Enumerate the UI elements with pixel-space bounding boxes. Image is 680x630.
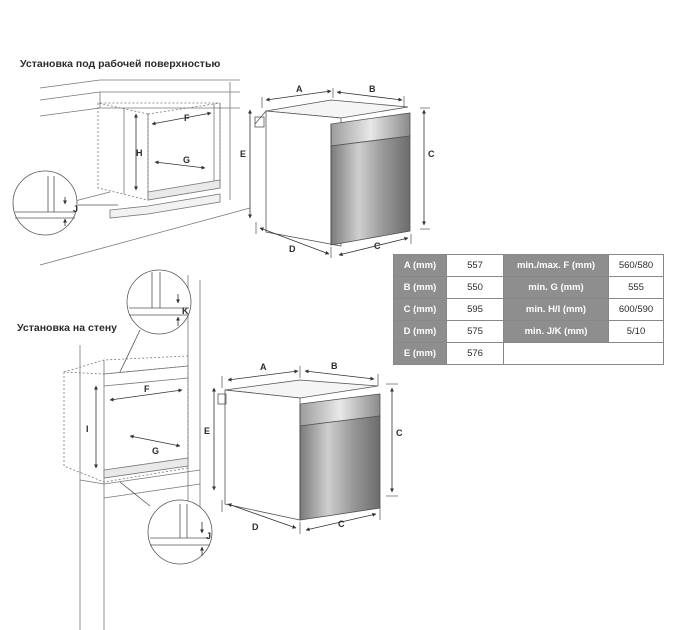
row-value2: 5/10 [608,320,664,343]
label-k: K [182,306,189,316]
row-label2: min./max. F (mm) [503,254,609,277]
table-row: E (mm) 576 [393,342,664,365]
label-a-top: A [296,84,303,94]
label-e-top: E [240,149,246,159]
under-counter-title: Установка под рабочей поверхностью [20,58,221,70]
detail-circle-j-bottom [119,481,213,565]
table-row: C (mm) 595 min. H/I (mm) 600/590 [393,298,664,321]
row-value: 575 [446,320,504,343]
oven-top-dims [248,88,430,258]
label-a-bottom: A [260,362,267,372]
label-j-bottom: J [206,531,211,541]
label-i: I [86,424,89,434]
oven-bottom [217,379,381,521]
label-f-top: F [184,113,190,123]
label-b-top: B [369,84,376,94]
row-label2: min. J/K (mm) [503,320,609,343]
row-value2: 600/590 [608,298,664,321]
dimension-labels: A B C E D C F G H J K F G I J A B C E D … [73,84,435,541]
dimensions-table: A (mm) 557 min./max. F (mm) 560/580 B (m… [393,254,664,365]
row-label2: min. G (mm) [503,276,609,299]
table-row: A (mm) 557 min./max. F (mm) 560/580 [393,254,664,277]
table-row: B (mm) 550 min. G (mm) 555 [393,276,664,299]
wall-install-title: Установка на стену [17,322,118,334]
label-c-top: C [428,149,435,159]
label-j-top: J [73,204,78,214]
row-value2: 555 [608,276,664,299]
label-c2-top: C [374,241,381,251]
label-e-bottom: E [204,426,210,436]
label-d-bottom: D [252,522,259,532]
under-counter-cabinet [39,79,251,266]
label-g-bottom: G [152,446,159,456]
label-g-top: G [183,155,190,165]
row-value: 595 [446,298,504,321]
detail-circle-j-top [12,170,118,236]
cabinet-dims-top [134,111,212,191]
wall-cabinet [63,275,201,630]
row-label: B (mm) [393,276,447,299]
table-row: D (mm) 575 min. J/K (mm) 5/10 [393,320,664,343]
row-value: 576 [446,342,504,365]
empty-cell [503,342,664,365]
row-value: 557 [446,254,504,277]
label-c-bottom: C [396,428,403,438]
oven-bottom-dims [212,366,398,534]
row-label: D (mm) [393,320,447,343]
detail-circle-k [119,269,192,373]
row-value: 550 [446,276,504,299]
row-label: C (mm) [393,298,447,321]
label-h: H [136,148,143,158]
oven-top [254,99,411,247]
label-d-top: D [289,244,296,254]
row-label2: min. H/I (mm) [503,298,609,321]
row-label: A (mm) [393,254,447,277]
label-b-bottom: B [331,361,338,371]
dimensions-table-body: A (mm) 557 min./max. F (mm) 560/580 B (m… [393,254,664,365]
label-f-bottom: F [144,384,150,394]
row-value2: 560/580 [608,254,664,277]
row-label: E (mm) [393,342,447,365]
label-c2-bottom: C [338,519,345,529]
